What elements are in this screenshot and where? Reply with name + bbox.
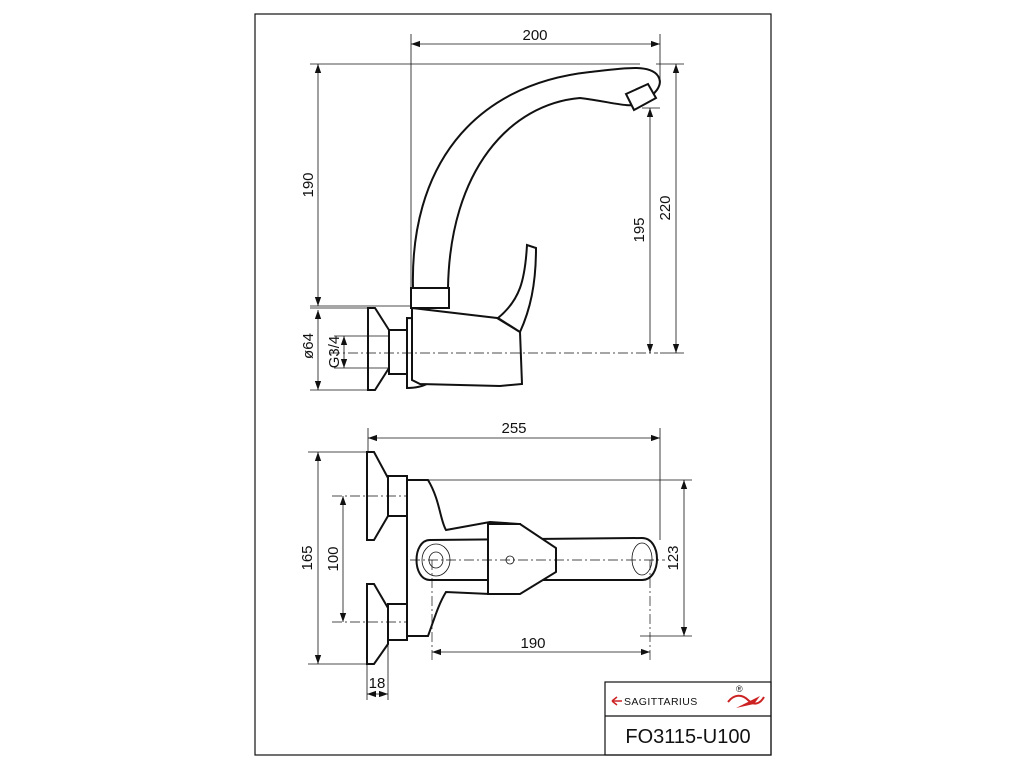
- dim-flange-diameter-label: ø64: [300, 333, 317, 359]
- lever-handle-side: [496, 243, 538, 334]
- title-block: SAGITTARIUS ® FO3115-U100: [604, 681, 772, 756]
- dim-width-label: 200: [522, 27, 547, 44]
- lever-handle-top: [487, 523, 557, 595]
- dim-height-left-label: 190: [300, 172, 317, 197]
- registered-mark: ®: [736, 684, 743, 694]
- drawing-frame: [254, 13, 772, 756]
- brand-name: SAGITTARIUS: [624, 696, 698, 708]
- dim-height-total-label: 220: [657, 195, 674, 220]
- spout-collar: [410, 287, 450, 309]
- wall-flange-top-lower: [366, 583, 389, 665]
- brand-logo-arrow-icon: [611, 694, 765, 708]
- wall-flange-side: [367, 307, 390, 391]
- top-view: 255 165 100 123 190 18: [299, 420, 692, 700]
- dim-depth-label: 123: [665, 545, 682, 570]
- spout-side: [411, 67, 661, 289]
- nut-side: [388, 329, 408, 375]
- dim-flange-thickness-label: 18: [369, 675, 386, 692]
- dim-height-spout-label: 195: [631, 217, 648, 242]
- side-view: 200 190 195 220 ø64 G3/4: [300, 27, 684, 391]
- dim-length-label: 255: [501, 420, 526, 437]
- dim-spout-reach-label: 190: [520, 635, 545, 652]
- dim-thread-label: G3/4: [326, 336, 343, 369]
- model-number: FO3115-U100: [625, 726, 750, 748]
- dim-outer-spacing-label: 165: [299, 545, 316, 570]
- dim-spacing-label: 100: [325, 546, 342, 571]
